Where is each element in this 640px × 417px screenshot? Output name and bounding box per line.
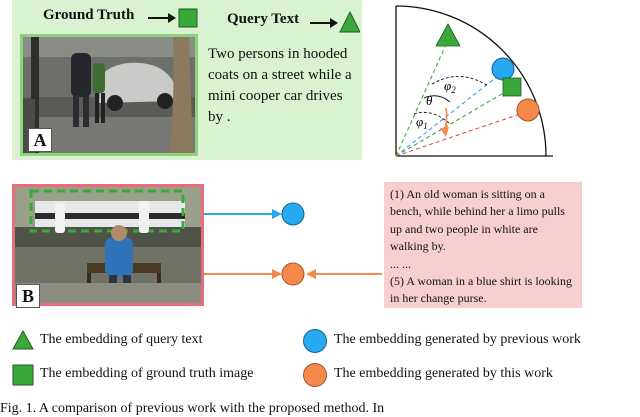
query-triangle-marker	[435, 23, 461, 47]
legend-triangle-icon	[12, 330, 34, 350]
caption-list: (1) An old woman is sitting on a bench, …	[384, 182, 582, 308]
caption-ellipsis: ... ...	[390, 256, 411, 271]
panel-a: Ground Truth Query Text	[12, 0, 362, 160]
ground-truth-photo	[20, 34, 198, 156]
prev-ray	[395, 71, 504, 157]
query-text-arrow-icon	[310, 10, 360, 33]
theta-label: θ	[426, 93, 433, 108]
legend-previous-work: The embedding generated by previous work	[334, 332, 581, 347]
phi1-label: φ1	[416, 114, 428, 131]
caption-item: (1) An old woman is sitting on a bench, …	[390, 187, 565, 254]
gt-square-marker	[502, 77, 522, 97]
query-ray	[395, 39, 449, 157]
caption-item: (5) A woman in a blue shirt is looking i…	[390, 274, 572, 306]
query-text-label: Query Text	[227, 11, 300, 27]
legend-square-icon	[12, 364, 34, 386]
prev-arrowhead	[272, 209, 282, 219]
this-right-arrowhead	[306, 269, 316, 279]
panel-a-letter: A	[28, 128, 52, 152]
legend-query-text: The embedding of query text	[40, 332, 203, 347]
embedding-angle-diagram: φ2 θ φ1	[395, 5, 553, 157]
this-left-arrowhead	[272, 269, 282, 279]
this-circle-marker	[516, 98, 540, 122]
ground-truth-arrow-icon	[148, 8, 198, 28]
legend-orange-circle-icon	[303, 363, 327, 387]
phi2-label: φ2	[444, 78, 456, 95]
phi2-arc	[431, 76, 489, 87]
gt-ray	[395, 87, 513, 157]
panel-b-letter: B	[16, 284, 40, 308]
unit-arc	[395, 5, 547, 157]
theta-arc	[423, 95, 451, 103]
embedding-flow	[204, 202, 382, 286]
figure-caption: Fig. 1. A comparison of previous work wi…	[0, 401, 385, 416]
query-text: Two persons in hooded coats on a street …	[208, 46, 352, 125]
panel-b-photo	[12, 184, 204, 306]
shift-arrowhead	[440, 127, 449, 137]
prev-circle-marker	[491, 57, 515, 81]
legend-blue-circle-icon	[303, 329, 327, 353]
legend-this-work: The embedding generated by this work	[334, 366, 553, 381]
legend-ground-truth: The embedding of ground truth image	[40, 366, 254, 381]
this-result-circle	[281, 262, 305, 286]
ground-truth-label: Ground Truth	[43, 7, 135, 23]
this-ray	[395, 111, 527, 157]
prev-result-circle	[281, 202, 305, 226]
